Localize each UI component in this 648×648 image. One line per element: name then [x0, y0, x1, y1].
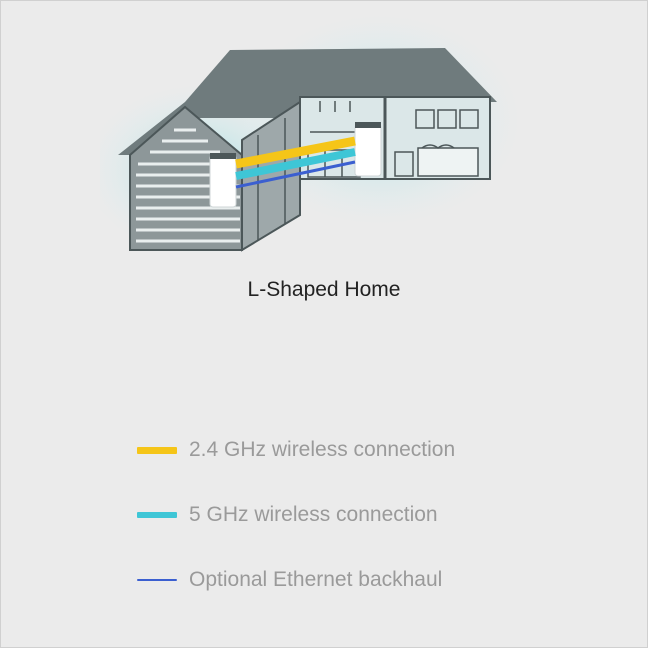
mesh-router-right: [354, 122, 382, 177]
legend-label-ethernet: Optional Ethernet backhaul: [189, 568, 443, 591]
legend-item-5ghz: 5 GHz wireless connection: [137, 503, 438, 527]
legend-item-2-4ghz: 2.4 GHz wireless connection: [137, 438, 455, 462]
legend-label-2-4ghz: 2.4 GHz wireless connection: [189, 438, 456, 461]
legend-swatch-ethernet: [137, 579, 177, 581]
legend-item-ethernet: Optional Ethernet backhaul: [137, 568, 442, 592]
l-shaped-home-illustration: [100, 15, 520, 255]
back-wing-interior: [299, 96, 491, 180]
legend-swatch-2-4ghz: [137, 446, 177, 454]
line-2-4ghz: [235, 136, 356, 169]
line-5ghz: [235, 148, 356, 180]
house-roof: [118, 48, 497, 155]
legend-swatch-5ghz: [137, 512, 177, 518]
line-ethernet: [235, 160, 356, 189]
mesh-router-left: [209, 153, 237, 208]
diagram-caption: L-Shaped Home: [247, 278, 401, 301]
legend-label-5ghz: 5 GHz wireless connection: [189, 503, 438, 526]
connection-lines: [235, 136, 356, 189]
